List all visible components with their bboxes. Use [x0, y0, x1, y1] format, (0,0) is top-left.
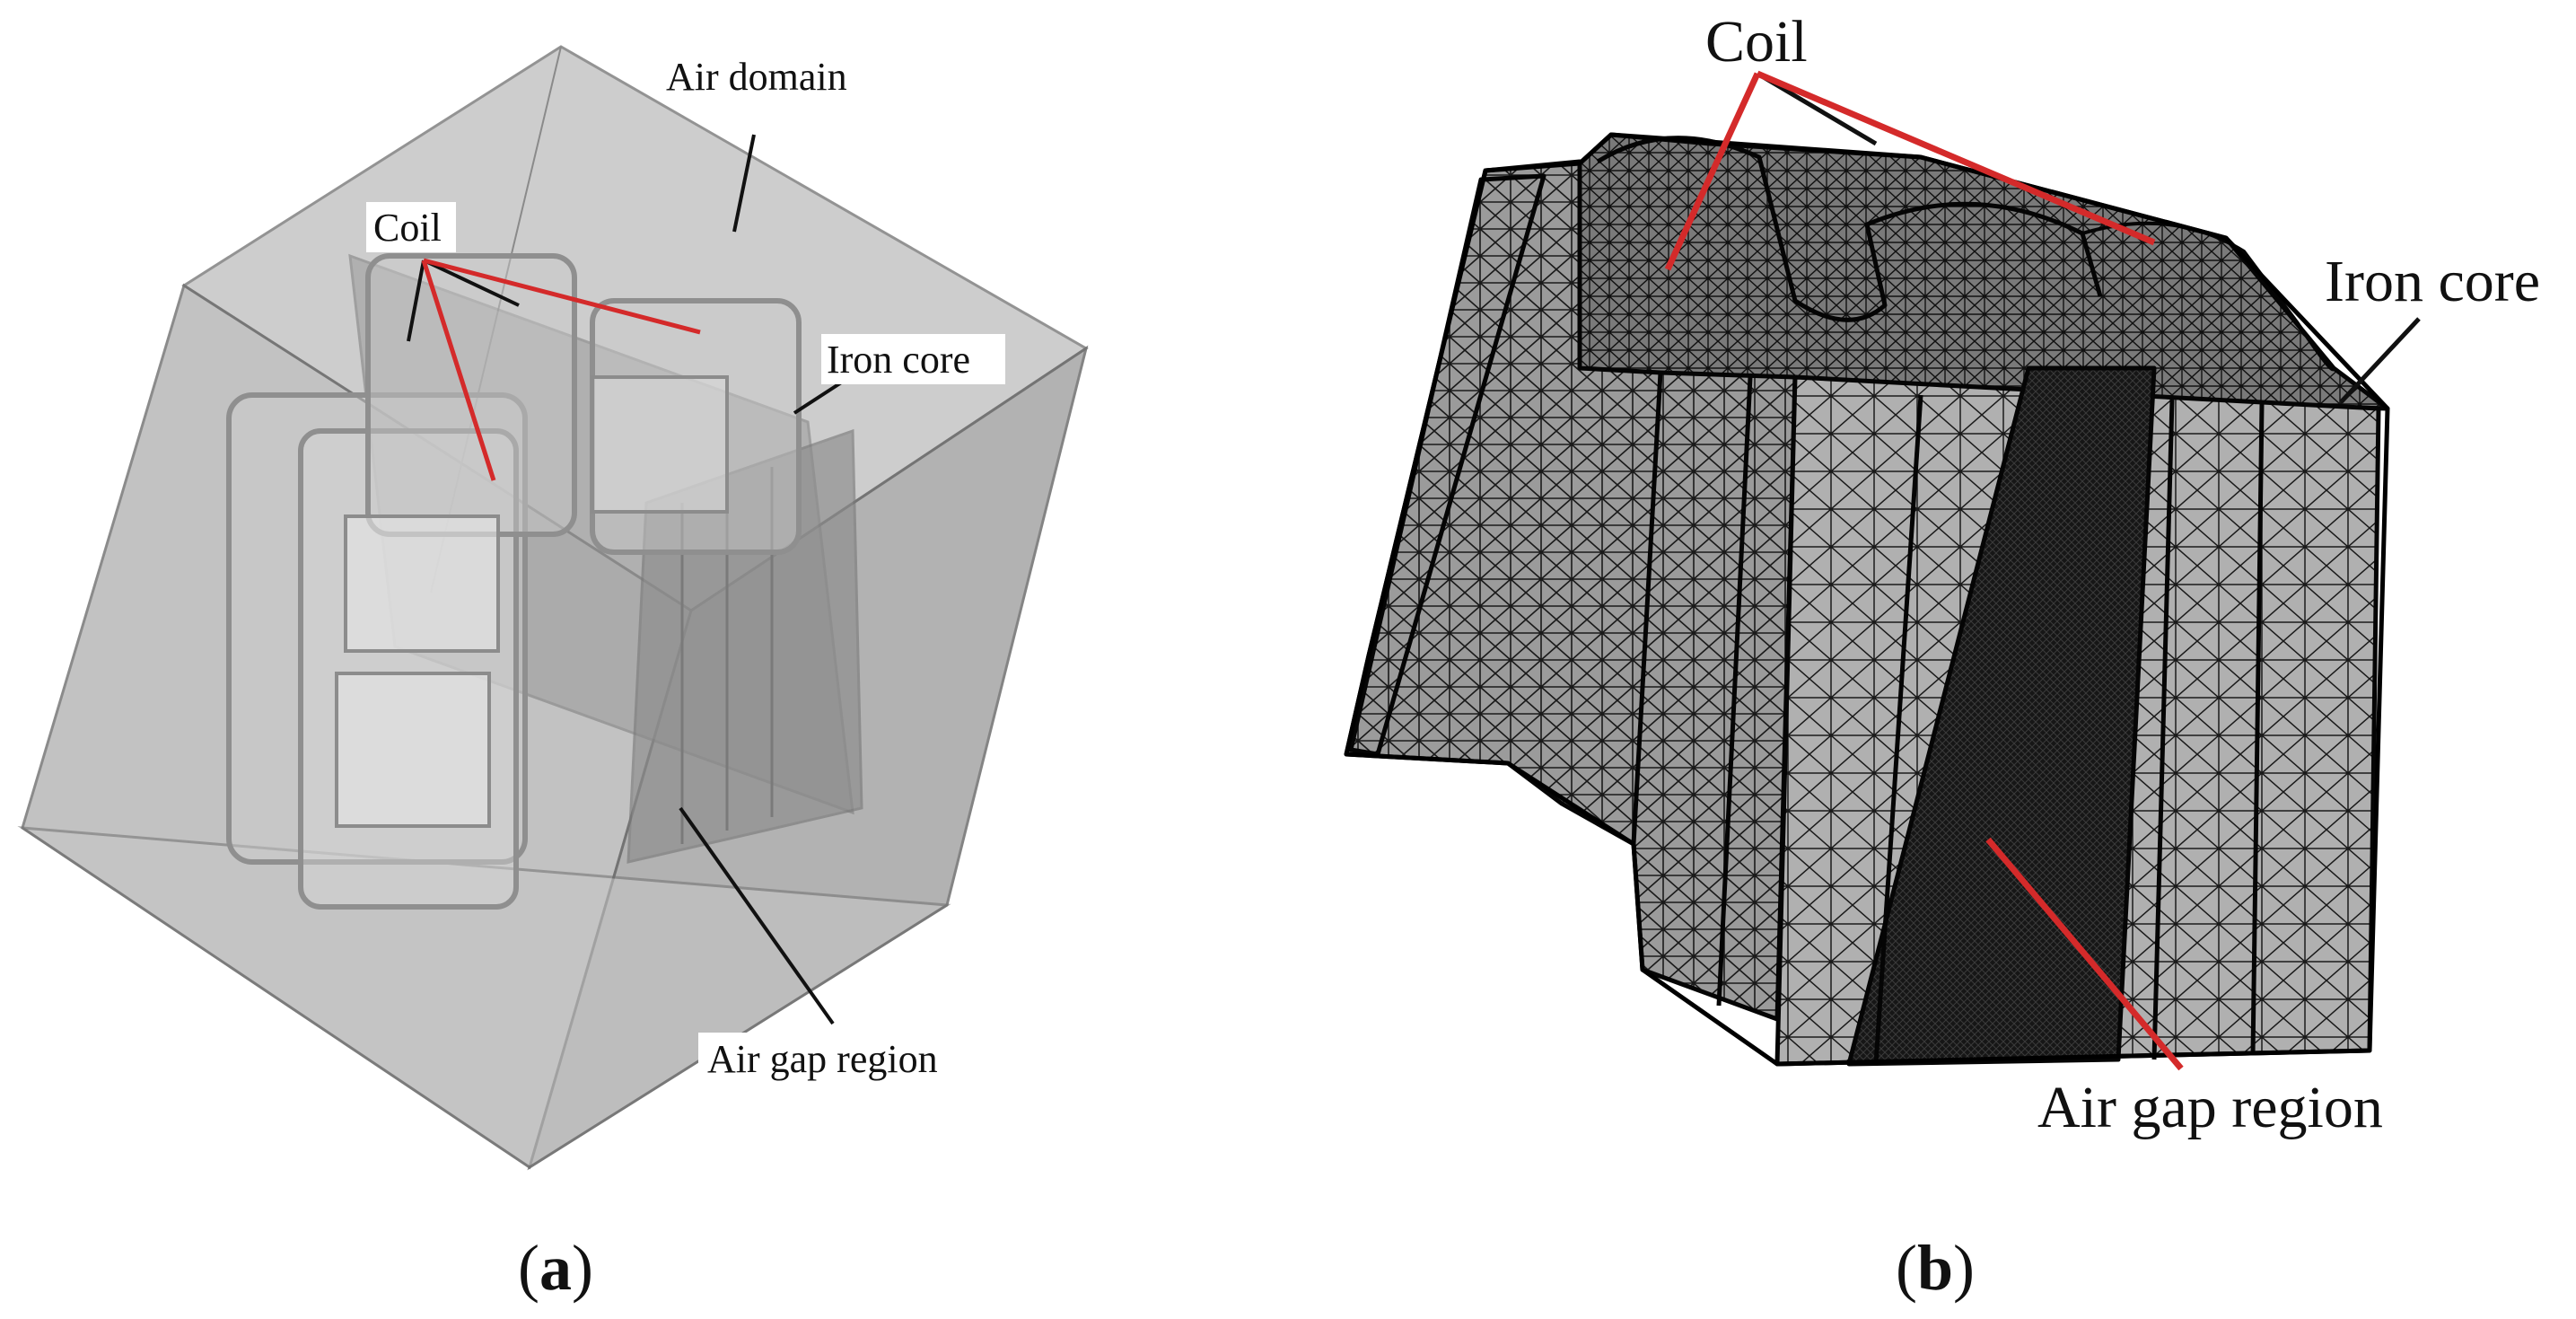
leader-coil-a-2	[423, 259, 520, 307]
coil-a	[226, 253, 802, 910]
meshed-model-b	[1344, 132, 2390, 1067]
panel-b: Coil Iron core Air gap region	[1344, 9, 2540, 1140]
iron-core-label-a: Iron core	[827, 338, 970, 382]
caption-b-letter: b	[1917, 1232, 1953, 1304]
caption-a: (a)	[518, 1232, 593, 1304]
leader-coil-a-4	[421, 259, 496, 481]
coil-label-a: Coil	[373, 206, 442, 250]
air-domain-label-a: Air domain	[666, 55, 847, 99]
leader-coil-b-4	[1756, 70, 2156, 246]
leaders-a	[407, 134, 865, 1025]
coil-label-bg-a	[366, 202, 456, 252]
air-gap-label-b: Air gap region	[2037, 1075, 2383, 1140]
caption-b: (b)	[1896, 1232, 1975, 1304]
leaders-b	[1664, 70, 2421, 1071]
iron-core-label-bg-a	[821, 334, 1005, 384]
coil-label-b: Coil	[1705, 9, 1808, 75]
panel-a: Air domain Coil Iron core Air gap region	[17, 45, 1089, 1171]
leader-air-gap-a	[679, 806, 835, 1025]
leader-coil-a-1	[407, 259, 425, 342]
caption-a-letter: a	[539, 1232, 572, 1304]
leader-coil-b-3	[1664, 72, 1761, 271]
iron-core-label-b: Iron core	[2325, 249, 2540, 314]
leader-iron-core-b	[2339, 317, 2421, 404]
leader-coil-a-3	[423, 258, 701, 335]
air-gap-label-a: Air gap region	[707, 1037, 938, 1081]
air-gap-label-bg-a	[698, 1033, 978, 1085]
leader-air-gap-b	[1985, 837, 2184, 1071]
leader-air-domain-a	[732, 134, 756, 233]
